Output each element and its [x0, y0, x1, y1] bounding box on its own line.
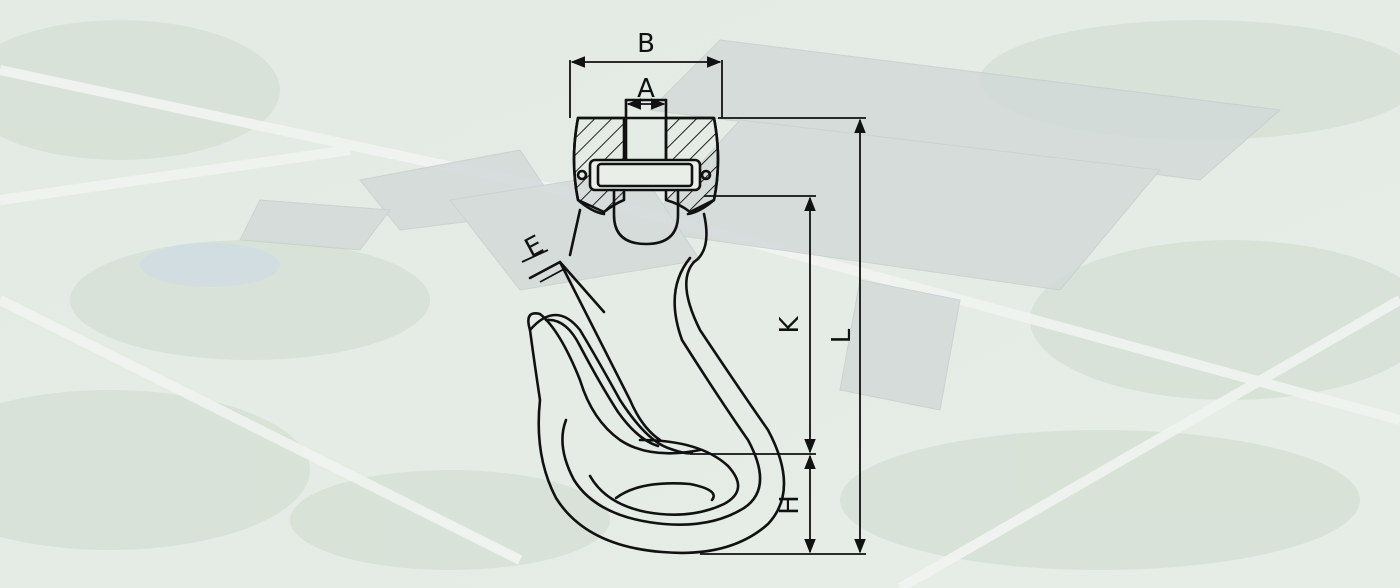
hook-throat-curve-2	[588, 438, 740, 516]
clevis-slot	[624, 98, 668, 164]
label-k: K	[775, 316, 805, 334]
label-b: B	[637, 29, 655, 59]
clevis-inner-slot	[612, 188, 680, 246]
hook-throat-curve-1	[561, 256, 762, 526]
clevis-pin	[576, 158, 712, 192]
hook-throat-curve-3	[614, 482, 715, 502]
hook-latch	[528, 313, 694, 455]
label-h: H	[775, 495, 805, 515]
hook-shank	[528, 260, 662, 442]
label-a: A	[637, 74, 655, 104]
hook-outer-body	[527, 208, 786, 555]
label-l: L	[827, 328, 857, 343]
dimension-l	[700, 117, 866, 555]
dimension-e	[521, 249, 567, 283]
dimension-b	[569, 56, 723, 118]
dimension-k	[690, 195, 816, 455]
label-e: E	[520, 230, 549, 264]
